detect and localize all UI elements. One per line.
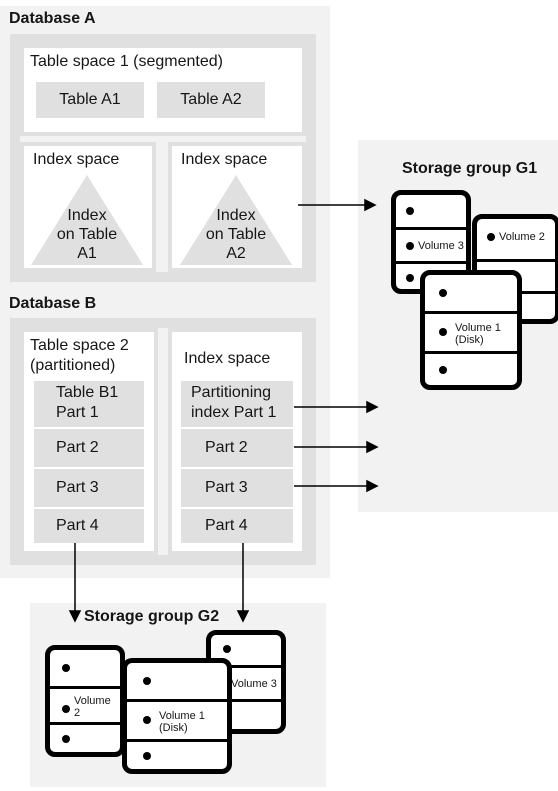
index-space-b-label: Index space	[184, 350, 271, 367]
table-part-line: Part 2	[56, 439, 99, 456]
index-a1-line: on Table	[56, 226, 118, 243]
g2-volume-1-line: Volume 1	[159, 710, 205, 722]
table-a2: Table A2	[157, 82, 265, 118]
table-space-2-label: Table space 2 (partitioned)	[30, 336, 129, 376]
table-part-line: Part 3	[56, 479, 99, 496]
index-b-part-3: Part 3	[181, 467, 293, 507]
table-a1-label: Table A1	[59, 91, 121, 108]
index-part-line: Partitioning	[191, 384, 272, 401]
g1-volume-1-line: (Disk)	[455, 334, 484, 346]
storage-group-g2-title: Storage group G2	[84, 608, 220, 625]
arrowhead-part2-to-g1	[366, 440, 379, 454]
index-b-part-4: Part 4	[181, 507, 293, 543]
g2-volume-1-disk: Volume 1(Disk)	[122, 658, 232, 774]
index-a1-triangle	[31, 175, 143, 265]
table-part-line: Part 1	[56, 404, 99, 421]
index-part-line: Part 4	[205, 517, 248, 534]
index-a2-line: Index	[216, 207, 256, 224]
g1-volume-1-line: Volume 1	[455, 322, 501, 334]
storage-group-g1-title: Storage group G1	[402, 160, 538, 177]
g1-volume-1-disk: Volume 1(Disk)	[420, 270, 522, 390]
table-b1-part-4: Part 4	[34, 507, 144, 543]
arrowhead-a-to-g1	[364, 198, 377, 212]
database-a-title: Database A	[9, 10, 96, 27]
index-a1-label: Index on Table A1	[37, 206, 137, 263]
arrowhead-table-to-g2	[68, 610, 82, 623]
table-a1: Table A1	[36, 82, 144, 118]
table-space-2-line: (partitioned)	[30, 357, 116, 374]
index-part-line: index Part 1	[191, 404, 277, 421]
g2-volume-2-line: 2	[74, 707, 81, 719]
index-b-part-1: Partitioning index Part 1	[181, 381, 293, 427]
arrowhead-part1-to-g1	[366, 400, 379, 414]
table-space-1-label: Table space 1 (segmented)	[30, 53, 223, 70]
table-b1-part-1: Table B1 Part 1	[34, 381, 144, 427]
index-space-a1-label: Index space	[33, 151, 120, 168]
g1-volume-3-label: Volume 3	[418, 240, 464, 252]
database-b-title: Database B	[9, 295, 97, 312]
table-part-line: Table B1	[56, 384, 119, 401]
table-b1-part-3: Part 3	[34, 467, 144, 507]
index-a2-line: on Table	[205, 226, 267, 243]
g2-volume-2-line: Volume	[74, 695, 111, 707]
index-space-a2-label: Index space	[181, 151, 268, 168]
index-a1-line: A1	[77, 245, 97, 262]
index-b-part-2: Part 2	[181, 427, 293, 467]
table-space-2-line: Table space 2	[30, 337, 129, 354]
g1-volume-2-label: Volume 2	[499, 231, 545, 243]
index-a1-line: Index	[67, 207, 107, 224]
index-a2-triangle	[180, 175, 292, 265]
index-part-line: Part 2	[205, 439, 248, 456]
g2-volume-1-label: Volume 1(Disk)	[159, 710, 205, 734]
table-part-line: Part 4	[56, 517, 99, 534]
index-part-line: Part 3	[205, 479, 248, 496]
index-a2-label: Index on Table A2	[186, 206, 286, 263]
table-a2-label: Table A2	[180, 91, 242, 108]
arrowhead-part3-to-g1	[366, 479, 379, 493]
g2-volume-3-label: Volume 3	[231, 678, 277, 690]
index-a2-line: A2	[226, 245, 246, 262]
table-b1-part-2: Part 2	[34, 427, 144, 467]
g2-volume-1-line: (Disk)	[159, 722, 188, 734]
g1-volume-1-label: Volume 1(Disk)	[455, 322, 501, 346]
arrowhead-index-to-g2	[236, 610, 250, 623]
